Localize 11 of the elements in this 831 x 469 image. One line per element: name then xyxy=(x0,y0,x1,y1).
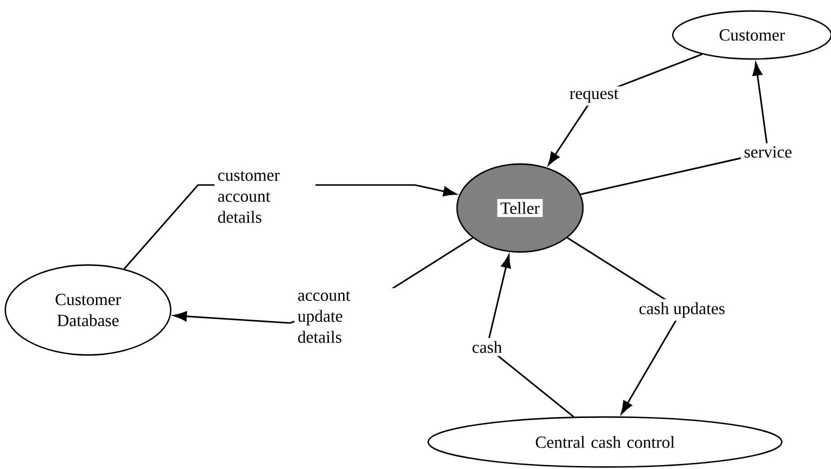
edge-label: cash xyxy=(468,338,506,356)
edge-label: request xyxy=(566,86,622,106)
arrow xyxy=(580,62,769,196)
edge-label: cash updates xyxy=(636,299,728,321)
edge-label: account update details xyxy=(294,288,396,346)
edge-label: service xyxy=(740,143,796,161)
ellipse-node: Customer Database xyxy=(4,264,172,356)
edge-label: customer account details xyxy=(214,168,316,226)
arrow xyxy=(486,254,574,418)
ellipse-node: Central cash control xyxy=(428,416,782,468)
ellipse-node: Teller xyxy=(456,163,584,253)
